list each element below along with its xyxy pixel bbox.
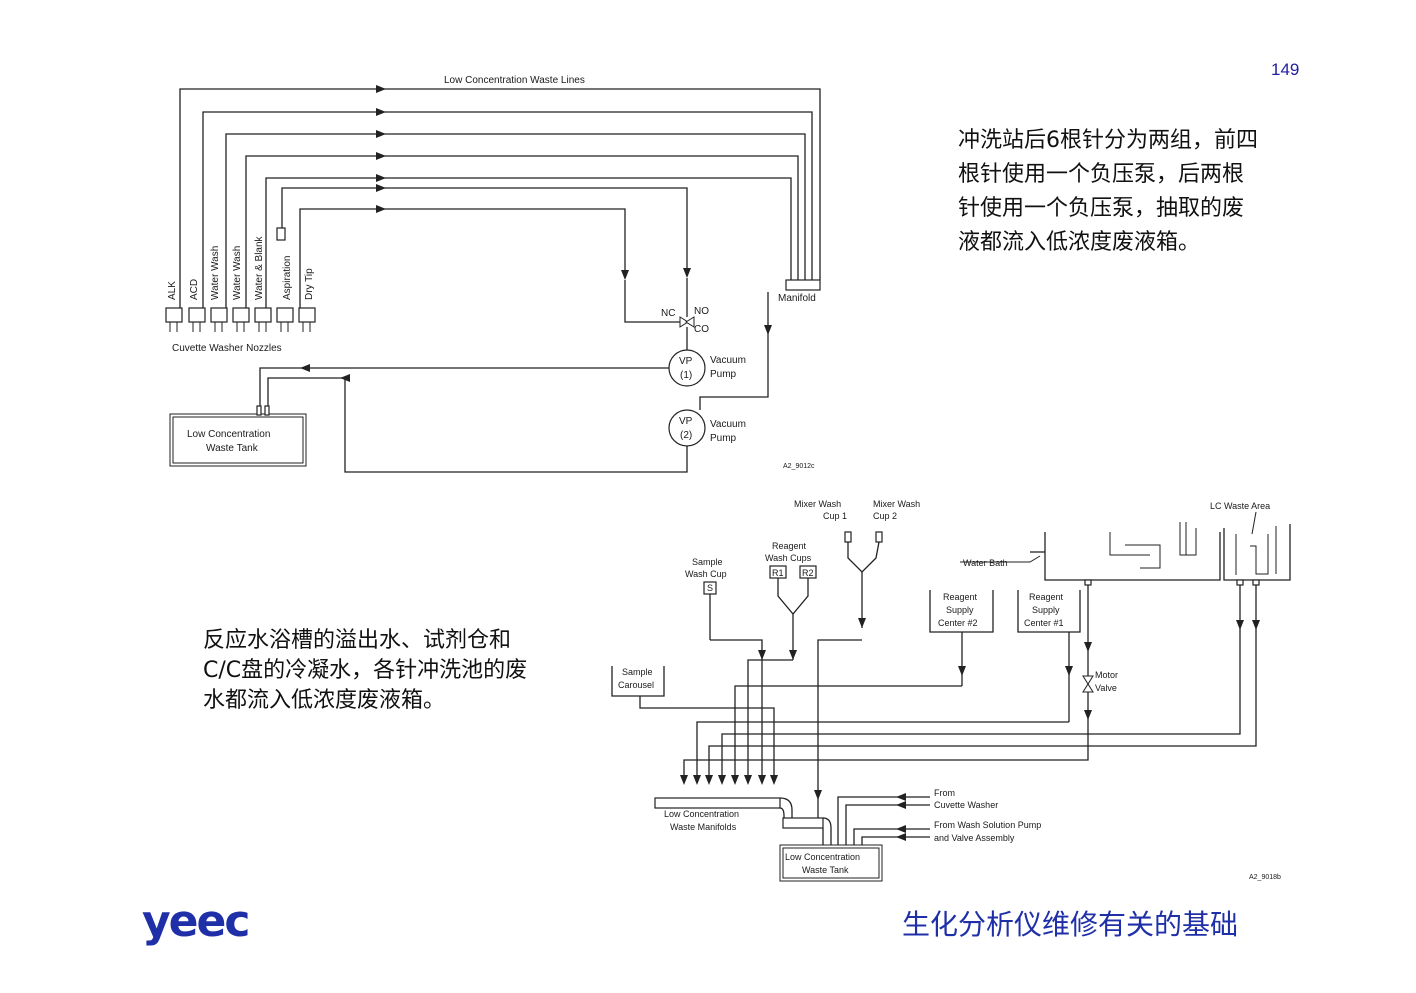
motor-valve-icon [683, 585, 1094, 780]
motor-valve-line2: Valve [1095, 683, 1117, 693]
vp1-caption-line1: Vacuum [710, 355, 746, 366]
manifolds-line1: Low Concentration [664, 809, 739, 819]
waste-tank-1 [169, 405, 307, 467]
vp2-number: (2) [680, 430, 692, 441]
rsc2-line2: Supply [946, 605, 974, 615]
mixer-cup1-label-line1: Mixer Wash [794, 499, 841, 509]
rsc1-line2: Supply [1032, 605, 1060, 615]
water-bath-label: Water Bath [963, 558, 1008, 568]
rsc2-line3: Center #2 [938, 618, 978, 628]
cuvette-washer-nozzles [165, 307, 316, 332]
manifolds-line2: Waste Manifolds [670, 822, 737, 832]
motor-valve-line1: Motor [1095, 670, 1118, 680]
waste-lines-title: Low Concentration Waste Lines [444, 75, 585, 86]
rsc1-line3: Center #1 [1024, 618, 1064, 628]
nozzle-label-dry-tip: Dry Tip [304, 268, 315, 300]
r1-label: R1 [772, 568, 784, 578]
note-left: 反应水浴槽的溢出水、试剂仓和C/C盘的冷凝水，各针冲洗池的废水都流入低浓度废液箱… [203, 628, 528, 713]
carousel-line2: Carousel [618, 680, 654, 690]
nozzle-aspiration [276, 307, 294, 332]
reagent-cups-label-line1: Reagent [772, 541, 807, 551]
water-bath-icon [1030, 522, 1291, 586]
vp2-label: VP [679, 416, 693, 427]
mixer-cup1-label-line2: Cup 1 [823, 511, 847, 521]
nozzle-water-wash-1 [210, 307, 228, 332]
from-washer-line2: Cuvette Washer [934, 800, 998, 810]
sample-carousel [611, 666, 775, 780]
reagent-supply-center-1 [1017, 590, 1081, 722]
note-right: 冲洗站后6根针分为两组，前四根针使用一个负压泵，后两根针使用一个负压泵，抽取的废… [958, 128, 1258, 255]
sample-cup-s-label: S [707, 583, 713, 593]
rsc1-line1: Reagent [1029, 592, 1064, 602]
diagram1-code: A2_9012c [783, 463, 815, 470]
vp1-caption-line2: Pump [710, 369, 737, 380]
nozzle-label-aspiration: Aspiration [282, 256, 293, 300]
vp2-caption-line2: Pump [710, 433, 737, 444]
footer-title: 生化分析仪维修有关的基础 [902, 908, 1239, 941]
valve-no-label: NO [694, 306, 709, 317]
reagent-wash-cups-icon [769, 565, 817, 660]
manifold-block [785, 279, 821, 291]
aspiration-sensor-icon [276, 227, 286, 241]
waste-lines [179, 85, 821, 310]
lc-waste-area-label: LC Waste Area [1210, 501, 1270, 511]
yeec-logo: yeec [140, 896, 270, 952]
valve-co-label: CO [694, 324, 709, 335]
mixer-wash-cups-icon [844, 531, 883, 628]
svg-text:yeec: yeec [142, 900, 248, 947]
sample-wash-cup-icon [703, 581, 717, 640]
sample-cup-label-line1: Sample [692, 557, 723, 567]
vp1-label: VP [679, 356, 693, 367]
nozzle-label-water-wash-1: Water Wash [210, 246, 221, 300]
tank2-line2: Waste Tank [802, 865, 849, 875]
nozzle-label-water-blank: Water & Blank [254, 235, 265, 300]
reagent-supply-center-2 [929, 590, 994, 686]
sample-cup-label-line2: Wash Cup [685, 569, 727, 579]
carousel-line1: Sample [622, 667, 653, 677]
nozzles-caption: Cuvette Washer Nozzles [172, 343, 282, 354]
three-way-valve-icon [624, 278, 695, 350]
reagent-cups-label-line2: Wash Cups [765, 553, 812, 563]
nozzle-label-acd: ACD [189, 279, 200, 300]
nozzle-acd [188, 307, 206, 332]
mixer-cup2-label-line2: Cup 2 [873, 511, 897, 521]
tank2-line1: Low Concentration [785, 852, 860, 862]
r2-label: R2 [802, 568, 814, 578]
vp1-number: (1) [680, 370, 692, 381]
waste-tank-2 [779, 844, 883, 882]
nozzle-label-alk: ALK [167, 281, 178, 300]
nozzle-water-blank [254, 307, 272, 332]
vp2-caption-line1: Vacuum [710, 419, 746, 430]
nozzle-alk [165, 307, 183, 332]
valve-nc-label: NC [661, 308, 675, 319]
from-washer-line1: From [934, 788, 955, 798]
manifold-label: Manifold [778, 293, 816, 304]
nozzle-dry-tip [298, 307, 316, 332]
nozzle-water-wash-2 [232, 307, 250, 332]
nozzle-label-water-wash-2: Water Wash [232, 246, 243, 300]
page-number: 149 [1271, 60, 1300, 79]
manifold-inflow-arrows [680, 775, 778, 785]
from-pump-line2: and Valve Assembly [934, 833, 1015, 843]
mixer-cup2-label-line1: Mixer Wash [873, 499, 920, 509]
tank1-label-line1: Low Concentration [187, 429, 270, 440]
rsc2-line1: Reagent [943, 592, 978, 602]
from-pump-line1: From Wash Solution Pump [934, 820, 1041, 830]
tank1-label-line2: Waste Tank [206, 443, 259, 454]
diagram2-code: A2_9018b [1249, 874, 1281, 881]
